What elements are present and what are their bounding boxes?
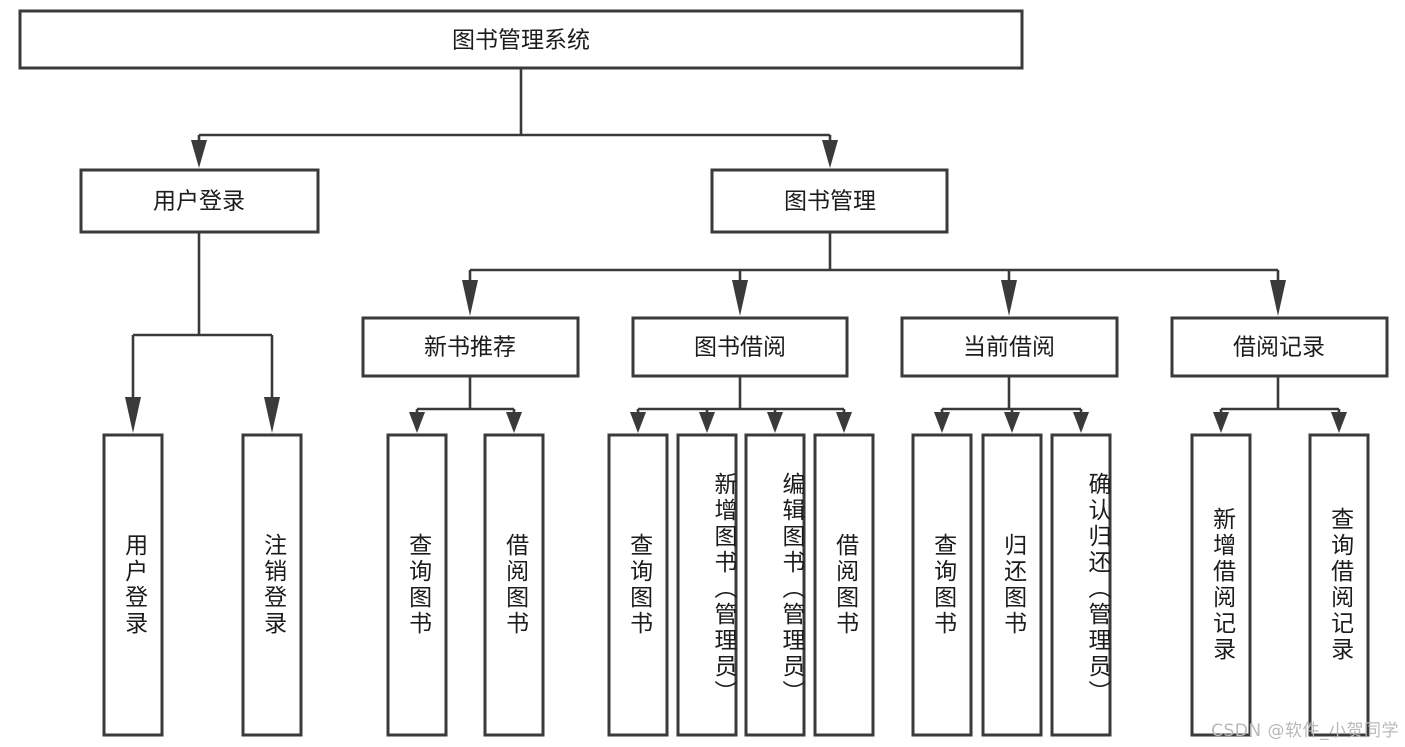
arrow-root-to-user-login [191,140,207,168]
node-user-login[interactable]: 用户登录 [79,168,320,234]
node-root-rect[interactable] [18,9,1024,70]
arrow-cb-to-query-book [934,412,950,433]
connector-group-new-book-recommend [409,376,522,433]
arrow-br-to-query-borrow-record [1331,412,1347,433]
node-book-manage-label: 图书管理 [784,189,876,215]
arrow-ul-to-leaf-logout [264,397,280,433]
node-user-login-label: 用户登录 [153,189,245,215]
connector-group-user-login [125,232,280,433]
leaf-borrow-book-1-rect[interactable] [483,433,545,737]
node-current-borrow[interactable]: 当前借阅 [900,316,1119,378]
leaf-query-book-2-rect[interactable] [607,433,669,737]
leaf-logout-rect[interactable] [241,433,303,737]
arrow-ul-to-leaf-user-login [125,397,141,433]
arrow-cb-to-confirm-return [1073,412,1089,433]
connector-group-book-borrow [630,376,852,433]
arrow-nbr-to-borrow-book [506,412,522,433]
leaf-confirm-return-admin-rect[interactable] [1050,433,1112,737]
arrow-root-to-book-manage [822,140,838,168]
connector-group-borrow-record [1213,376,1347,433]
leaf-query-borrow-record-rect[interactable] [1308,433,1370,737]
leaf-user-login-rect[interactable] [102,433,164,737]
leaf-edit-book-admin-rect[interactable] [744,433,806,737]
connector-group-root [191,68,838,168]
node-borrow-record[interactable]: 借阅记录 [1170,316,1389,378]
connector-group-book-manage [462,232,1286,316]
leaf-query-book-3-rect[interactable] [911,433,973,737]
node-book-manage-rect[interactable] [710,168,949,234]
node-borrow-record-label: 借阅记录 [1233,335,1325,361]
arrow-br-to-add-borrow-record [1213,412,1229,433]
node-current-borrow-rect[interactable] [900,316,1119,378]
node-new-book-recommend[interactable]: 新书推荐 [361,316,580,378]
connector-group-current-borrow [934,376,1089,433]
node-user-login-rect[interactable] [79,168,320,234]
node-book-manage[interactable]: 图书管理 [710,168,949,234]
node-current-borrow-label: 当前借阅 [963,335,1055,361]
leaf-add-book-admin-rect[interactable] [676,433,738,737]
arrow-bm-to-current-borrow [1001,280,1017,316]
leaf-add-borrow-record-rect[interactable] [1190,433,1252,737]
arrow-bb-to-add-book [699,412,715,433]
arrow-bb-to-edit-book [767,412,783,433]
node-book-borrow-label: 图书借阅 [694,335,786,361]
arrow-bm-to-new-book-recommend [462,280,478,316]
node-book-borrow[interactable]: 图书借阅 [631,316,849,378]
node-root-label: 图书管理系统 [452,28,590,54]
node-book-borrow-rect[interactable] [631,316,849,378]
leaf-box-group [102,433,1370,737]
node-new-book-recommend-rect[interactable] [361,316,580,378]
arrow-cb-to-return-book [1004,412,1020,433]
node-new-book-recommend-label: 新书推荐 [424,335,516,361]
leaf-return-book-rect[interactable] [981,433,1043,737]
arrow-bb-to-borrow-book [836,412,852,433]
arrow-bm-to-borrow-record [1270,280,1286,316]
arrow-bb-to-query-book [630,412,646,433]
csdn-watermark: CSDN @软件_小贺同学 [1211,721,1399,741]
leaf-query-book-1-rect[interactable] [386,433,448,737]
node-root[interactable]: 图书管理系统 [18,9,1024,70]
node-borrow-record-rect[interactable] [1170,316,1389,378]
arrow-nbr-to-query-book [409,412,425,433]
leaf-borrow-book-2-rect[interactable] [813,433,875,737]
arrow-bm-to-book-borrow [732,280,748,316]
